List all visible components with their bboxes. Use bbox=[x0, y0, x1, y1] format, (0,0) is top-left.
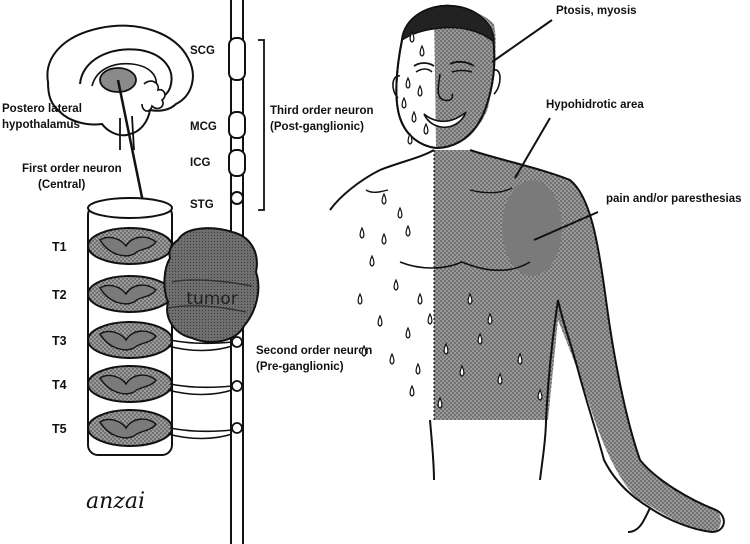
level-label-t5: T5 bbox=[52, 422, 67, 436]
first-order-label-line1: First order neuron bbox=[22, 163, 122, 175]
scg-ganglion bbox=[229, 38, 245, 80]
pain-label: pain and/or paresthesias bbox=[606, 193, 742, 205]
second-order-label-line1: Second order neuron bbox=[256, 345, 372, 357]
third-order-label-line1: Third order neuron bbox=[270, 105, 374, 117]
level-label-t2: T2 bbox=[52, 288, 67, 302]
patient-figure bbox=[330, 6, 724, 532]
first-order-label-line2: (Central) bbox=[38, 179, 85, 191]
spinal-segment-t5 bbox=[88, 410, 232, 446]
hypothalamus-label-line1: Postero lateral bbox=[2, 103, 82, 115]
mcg-ganglion bbox=[229, 112, 245, 138]
icg-ganglion bbox=[229, 150, 245, 176]
third-order-bracket bbox=[258, 40, 264, 210]
stg-label: STG bbox=[190, 199, 214, 211]
hypohidrotic-label: Hypohidrotic area bbox=[546, 99, 644, 111]
level-label-t1: T1 bbox=[52, 240, 67, 254]
stg-ganglion bbox=[231, 192, 243, 204]
ptosis-label: Ptosis, myosis bbox=[556, 5, 637, 17]
tumor-label: tumor bbox=[186, 289, 237, 309]
hypothalamus-label-line2: hypothalamus bbox=[2, 119, 80, 131]
icg-label: ICG bbox=[190, 157, 211, 169]
tumor: tumor bbox=[164, 228, 258, 342]
second-order-label-line2: (Pre-ganglionic) bbox=[256, 361, 344, 373]
signature: anzai bbox=[86, 489, 145, 514]
ptosis-leader bbox=[492, 20, 552, 62]
mcg-label: MCG bbox=[190, 121, 217, 133]
third-order-label-line2: (Post-ganglionic) bbox=[270, 121, 364, 133]
spinal-segment-t4 bbox=[88, 366, 232, 402]
level-label-t4: T4 bbox=[52, 378, 67, 392]
pain-area bbox=[502, 180, 562, 276]
scg-label: SCG bbox=[190, 45, 215, 57]
level-label-t3: T3 bbox=[52, 334, 67, 348]
